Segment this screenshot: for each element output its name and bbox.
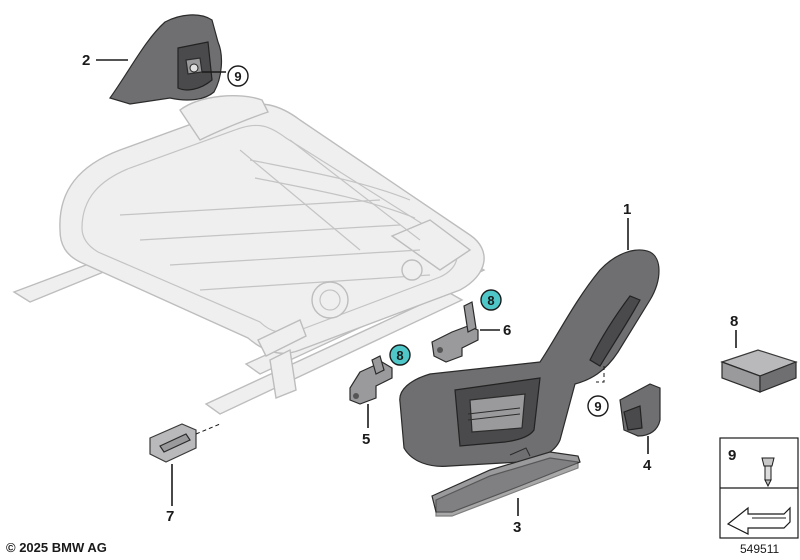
seat-frame (12, 95, 486, 415)
part-7-rail-end-cap (149, 423, 197, 463)
legend-box (719, 437, 799, 539)
svg-text:8: 8 (396, 348, 403, 363)
part-5-bracket (349, 355, 393, 405)
part-1-seat-side-panel (399, 249, 660, 467)
copyright-text: © 2025 BMW AG (6, 540, 107, 555)
part-8-felt-pad (720, 349, 798, 393)
callout-9-right: 9 (587, 395, 609, 417)
label-part-5: 5 (362, 431, 370, 448)
svg-text:9: 9 (594, 399, 601, 414)
label-part-4: 4 (643, 457, 652, 474)
part-2-trim-cover (109, 14, 223, 105)
legend-label-9: 9 (728, 447, 736, 464)
diagram-id: 549511 (740, 542, 780, 556)
part-6-bracket (431, 301, 479, 363)
rivet-icon (761, 457, 775, 488)
label-part-2: 2 (82, 52, 90, 69)
svg-text:9: 9 (234, 69, 241, 84)
label-part-6: 6 (503, 322, 511, 339)
label-part-3: 3 (513, 519, 521, 536)
label-part-7: 7 (166, 508, 174, 525)
label-part-1: 1 (623, 201, 631, 218)
svg-text:8: 8 (487, 293, 494, 308)
callout-9-top: 9 (227, 65, 249, 87)
part-4-end-cap (619, 383, 661, 437)
diagram-arrow-icon (726, 506, 791, 535)
label-part-8: 8 (730, 313, 738, 330)
part-3-trim-strip (431, 447, 581, 517)
callout-8-badge-a: 8 (480, 289, 502, 311)
callout-8-badge-b: 8 (389, 344, 411, 366)
